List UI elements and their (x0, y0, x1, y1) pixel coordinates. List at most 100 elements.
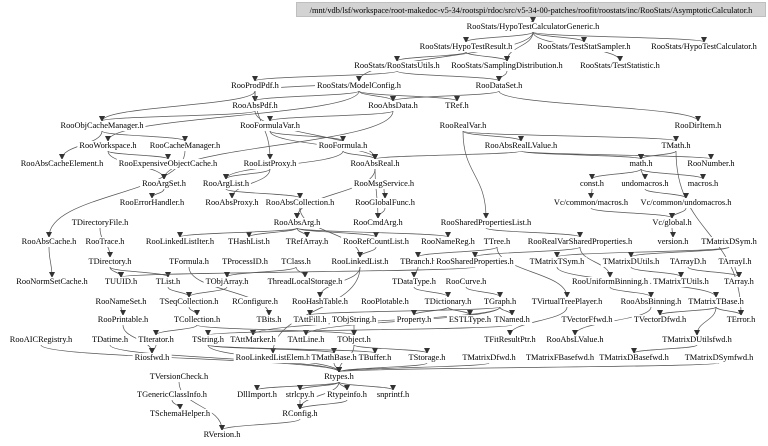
node-tstring-h[interactable]: TString.h (190, 335, 226, 345)
node-rooprintable-h[interactable]: RooPrintable.h (95, 315, 151, 325)
node-roocachemanager-h[interactable]: RooCacheManager.h (147, 141, 223, 151)
node-rversion-h[interactable]: RVersion.h (201, 430, 243, 440)
node-rooabsreallvalue-h[interactable]: RooAbsRealLValue.h (482, 141, 560, 151)
node-riosfwd-h[interactable]: Riosfwd.h (132, 353, 172, 363)
node-tnamed-h[interactable]: TNamed.h (492, 315, 532, 325)
node-tobjstring-h[interactable]: TObjString.h (329, 315, 379, 325)
node-tbits-h[interactable]: TBits.h (254, 315, 284, 325)
node-tuuid-h[interactable]: TUUID.h (102, 277, 140, 287)
node-rconfigure-h[interactable]: RConfigure.h (230, 297, 280, 307)
node-roorealvar-h[interactable]: RooRealVar.h (437, 121, 489, 131)
node-tmatrixdutilsfwd-h[interactable]: TMatrixDUtilsfwd.h (660, 335, 734, 345)
node-rooabspdf-h[interactable]: RooAbsPdf.h (230, 101, 280, 111)
node-macros-h[interactable]: macros.h (685, 179, 721, 189)
node-tvectorffwd-h[interactable]: TVectorFfwd.h (559, 315, 615, 325)
node-roonamereg-h[interactable]: RooNameReg.h (419, 237, 477, 247)
node-roouniformbinning-h[interactable]: RooUniformBinning.h (569, 277, 651, 287)
node-dllimport-h[interactable]: DllImport.h (235, 390, 279, 400)
node-rooexpensiveobjectcache-h[interactable]: RooExpensiveObjectCache.h (116, 159, 220, 169)
node-tmatrixdutils-h[interactable]: TMatrixDUtils.h (600, 257, 662, 267)
node-roolinkedlistelem-h[interactable]: RooLinkedListElem.h (233, 353, 313, 363)
node-roosharedpropertieslist-h[interactable]: RooSharedPropertiesList.h (438, 218, 534, 228)
node-tmath-h[interactable]: TMath.h (659, 141, 693, 151)
node-tobject-h[interactable]: TObject.h (335, 335, 373, 345)
root-file-node[interactable]: /mnt/vdb/lsf/workspace/root-makedoc-v5-3… (296, 2, 766, 17)
node-tprocessid-h[interactable]: TProcessID.h (220, 257, 270, 267)
node-tmatrixdbasefwd-h[interactable]: TMatrixDBasefwd.h (597, 353, 671, 363)
node-roohashtable-h[interactable]: RooHashTable.h (290, 297, 350, 307)
node-estltype-h[interactable]: ESTLType.h (446, 315, 494, 325)
node-vc-common-macros-h[interactable]: Vc/common/macros.h (551, 198, 631, 208)
node-roostats-hypotestcalculatorgeneric-h[interactable]: RooStats/HypoTestCalculatorGeneric.h (464, 22, 602, 32)
node-tarrayd-h[interactable]: TArrayD.h (667, 257, 709, 267)
node-tmathbase-h[interactable]: TMathBase.h (309, 353, 359, 363)
node-roorefcountlist-h[interactable]: RooRefCountList.h (341, 237, 411, 247)
node-rooabslvalue-h[interactable]: RooAbsLValue.h (544, 335, 606, 345)
node-tmatrixfbasefwd-h[interactable]: TMatrixFBasefwd.h (523, 353, 597, 363)
node-rooprodpdf-h[interactable]: RooProdPdf.h (229, 81, 281, 91)
node-roonameset-h[interactable]: RooNameSet.h (93, 297, 149, 307)
node-rooabscollection-h[interactable]: RooAbsCollection.h (263, 198, 337, 208)
node-roostats-hypotestresult-h[interactable]: RooStats/HypoTestResult.h (417, 42, 515, 52)
node-rooargset-h[interactable]: RooArgSet.h (140, 179, 188, 189)
node-rooabsreal-h[interactable]: RooAbsReal.h (348, 159, 402, 169)
node-tstorage-h[interactable]: TStorage.h (406, 353, 448, 363)
node-undomacros-h[interactable]: undomacros.h (619, 179, 671, 189)
node-roocurve-h[interactable]: RooCurve.h (443, 277, 489, 287)
node-const-h[interactable]: const.h (578, 179, 606, 189)
node-tmatrixtbase-h[interactable]: TMatrixTBase.h (686, 297, 746, 307)
node-roosharedproperties-h[interactable]: RooSharedProperties.h (434, 257, 516, 267)
node-rtypeinfo-h[interactable]: Rtypeinfo.h (325, 390, 369, 400)
node-vc-common-undomacros-h[interactable]: Vc/common/undomacros.h (638, 198, 734, 208)
node-roostats-modelconfig-h[interactable]: RooStats/ModelConfig.h (315, 81, 403, 91)
node-roodataset-h[interactable]: RooDataSet.h (473, 81, 525, 91)
node-tcollection-h[interactable]: TCollection.h (171, 315, 223, 325)
node-roostats-samplingdistribution-h[interactable]: RooStats/SamplingDistribution.h (449, 61, 565, 71)
node-threadlocalstorage-h[interactable]: ThreadLocalStorage.h (265, 277, 345, 287)
node-version-h[interactable]: version.h (655, 237, 691, 247)
node-tarray-h[interactable]: TArray.h (722, 277, 756, 287)
node-tmatrixdfwd-h[interactable]: TMatrixDfwd.h (460, 353, 518, 363)
node-rconfig-h[interactable]: RConfig.h (280, 409, 320, 419)
node-rooabsdata-h[interactable]: RooAbsData.h (366, 101, 420, 111)
node-rooobjcachemanager-h[interactable]: RooObjCacheManager.h (58, 121, 146, 131)
node-trefarray-h[interactable]: TRefArray.h (283, 237, 331, 247)
node-rooglobalfunc-h[interactable]: RooGlobalFunc.h (353, 198, 417, 208)
node-rooerrorhandler-h[interactable]: RooErrorHandler.h (117, 198, 187, 208)
node-tgraph-h[interactable]: TGraph.h (481, 297, 519, 307)
node-roocmdarg-h[interactable]: RooCmdArg.h (351, 218, 405, 228)
node-rooworkspace-h[interactable]: RooWorkspace.h (77, 141, 139, 151)
node-rooabscacheelement-h[interactable]: RooAbsCacheElement.h (18, 159, 106, 169)
node-rooabsbinning-h[interactable]: RooAbsBinning.h (618, 297, 684, 307)
node-roomsgservice-h[interactable]: RooMsgService.h (351, 179, 417, 189)
node-tlist-h[interactable]: TList.h (153, 277, 183, 287)
node-tmatrixdsym-h[interactable]: TMatrixDSym.h (699, 237, 759, 247)
node-snprintf-h[interactable]: snprintf.h (374, 390, 412, 400)
node-tdatatype-h[interactable]: TDataType.h (390, 277, 438, 287)
node-rtypes-h[interactable]: Rtypes.h (322, 372, 356, 382)
node-tbuffer-h[interactable]: TBuffer.h (356, 353, 394, 363)
node-roonormsetcache-h[interactable]: RooNormSetCache.h (14, 277, 90, 287)
node-roorealvarsharedproperties-h[interactable]: RooRealVarSharedProperties.h (525, 237, 635, 247)
node-roodiritem-h[interactable]: RooDirItem.h (672, 121, 724, 131)
node-tobjarray-h[interactable]: TObjArray.h (203, 277, 251, 287)
node-rooabsproxy-h[interactable]: RooAbsProxy.h (203, 198, 261, 208)
node-rooabscache-h[interactable]: RooAbsCache.h (19, 237, 79, 247)
node-ttree-h[interactable]: TTree.h (481, 237, 513, 247)
node-vc-global-h[interactable]: Vc/global.h (650, 218, 694, 228)
node-rootrace-h[interactable]: RooTrace.h (83, 237, 127, 247)
node-tversioncheck-h[interactable]: TVersionCheck.h (147, 372, 211, 382)
node-rooformulavar-h[interactable]: RooFormulaVar.h (238, 121, 302, 131)
node-tdatime-h[interactable]: TDatime.h (89, 335, 131, 345)
node-tdictionary-h[interactable]: TDictionary.h (422, 297, 474, 307)
node-tseqcollection-h[interactable]: TSeqCollection.h (157, 297, 221, 307)
node-tvectordfwd-h[interactable]: TVectorDfwd.h (631, 315, 689, 325)
node-strlcpy-h[interactable]: strlcpy.h (283, 390, 317, 400)
node-tmatrixdsymfwd-h[interactable]: TMatrixDSymfwd.h (682, 353, 756, 363)
node-tmatrixtutils-h[interactable]: TMatrixTUtils.h (651, 277, 711, 287)
node-roostats-teststatsampler-h[interactable]: RooStats/TestStatSampler.h (535, 42, 633, 52)
node-property-h[interactable]: Property.h (394, 315, 434, 325)
node-tclass-h[interactable]: TClass.h (279, 257, 313, 267)
node-rooabsarg-h[interactable]: RooAbsArg.h (271, 218, 323, 228)
node-rooplotable-h[interactable]: RooPlotable.h (359, 297, 411, 307)
